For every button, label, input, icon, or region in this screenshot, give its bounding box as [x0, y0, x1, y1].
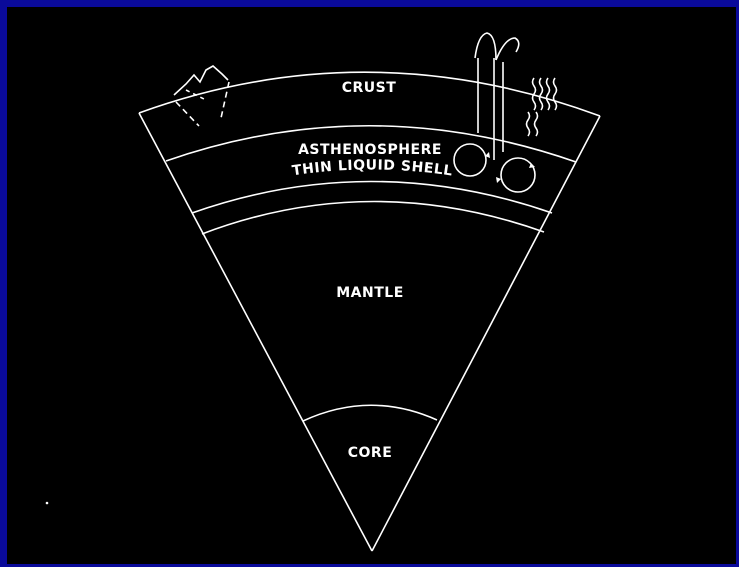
shell-mantle-boundary [202, 201, 544, 234]
label-crust: CRUST [342, 80, 397, 96]
convection-cell-right [501, 158, 535, 192]
label-mantle: MANTLE [336, 285, 404, 301]
speck-dot [46, 502, 49, 505]
convection-cell-left [454, 144, 486, 176]
wedge-outline [139, 113, 600, 551]
asthenosphere-shell-boundary [192, 182, 552, 214]
mantle-core-boundary [303, 405, 437, 421]
label-core: CORE [348, 445, 393, 461]
seismic-waves-icon [527, 78, 557, 136]
mountain-icon [174, 66, 229, 126]
volcano-icon [475, 33, 519, 160]
wedge-right-edge [372, 116, 600, 551]
wedge-left-edge [139, 113, 372, 551]
label-asthenosphere: ASTHENOSPHERE [298, 142, 442, 158]
label-thin-liquid-shell: THIN LIQUID SHELL [291, 157, 454, 179]
